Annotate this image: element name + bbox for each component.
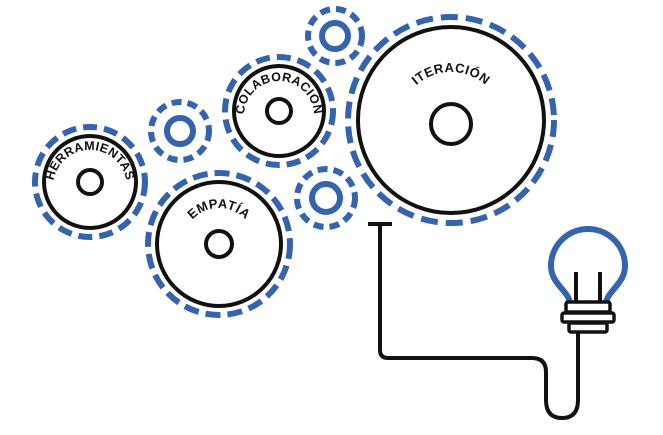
gear-empatia: EMPATÍA (145, 170, 293, 318)
gear-iteracion-teeth (345, 14, 557, 226)
gear-colaboracion-teeth (222, 54, 336, 168)
gear-iteracion-hub (429, 102, 473, 146)
gear-herramientas-hub (76, 168, 104, 196)
small-gear-1 (148, 99, 212, 163)
small-gear-2 (305, 6, 365, 66)
small-gear-3 (294, 166, 358, 230)
gear-herramientas-teeth (32, 124, 148, 240)
gear-colaboracion: COLABORACIÓN (222, 54, 336, 168)
lightbulb-icon (548, 226, 628, 334)
gear-empatia-teeth (145, 170, 293, 318)
gear-iteracion: ITERACIÓN (345, 14, 557, 226)
gear-colaboracion-hub (265, 97, 293, 125)
wire-connector (368, 222, 580, 420)
gear-herramientas: HERRAMIENTAS (32, 124, 148, 240)
gear-empatia-hub (204, 229, 234, 259)
